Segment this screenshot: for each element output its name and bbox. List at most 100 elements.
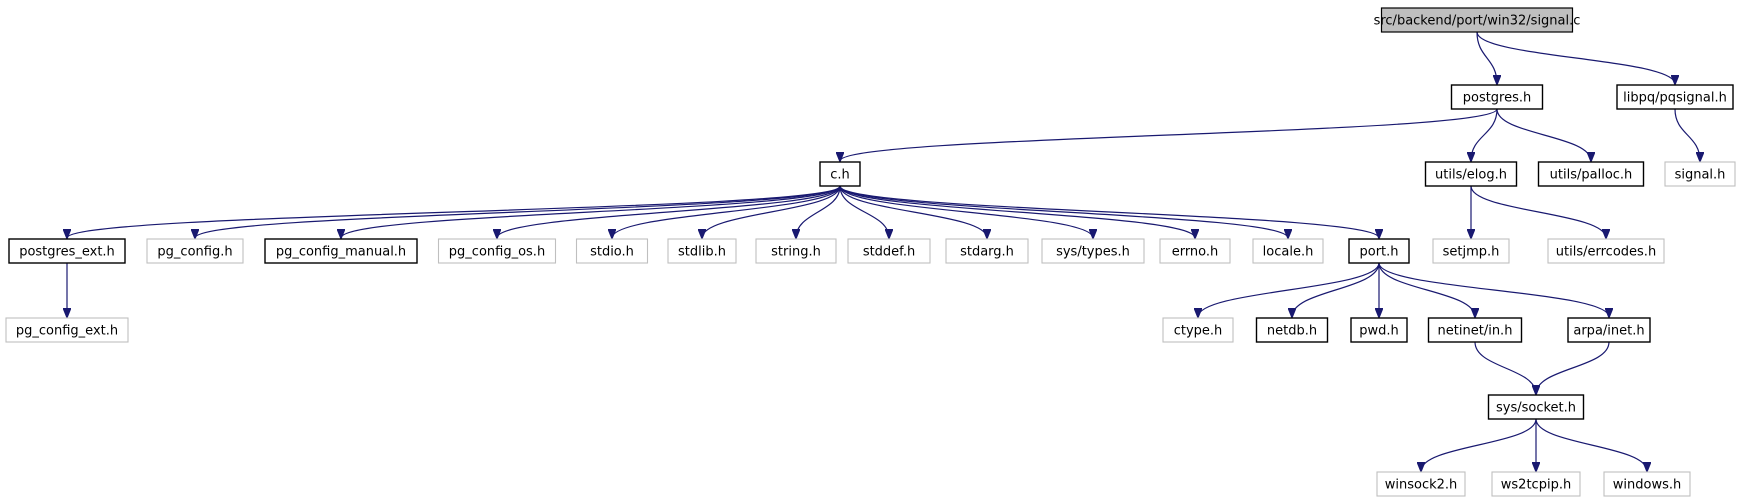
- node-label-signal-h: signal.h: [1675, 168, 1726, 183]
- node-box-ws2tcpip-h: [1491, 471, 1581, 497]
- node-box-stdlib-h: [667, 238, 737, 264]
- node-label-libpq-pqsignal-h: libpq/pqsignal.h: [1623, 91, 1727, 106]
- edge-postgres-h-to-c-h: [840, 108, 1498, 161]
- edge-c-h-to-pg-config-h: [195, 185, 841, 238]
- edge-postgres-h-to-utils-elog-h: [1471, 108, 1498, 161]
- nodes-layer: src/backend/port/win32/signal.c postgres.…: [5, 7, 1736, 497]
- node-libpq-pqsignal-h[interactable]: libpq/pqsignal.h: [1616, 84, 1734, 110]
- node-label-string-h: string.h: [771, 245, 821, 260]
- node-label-sys-types-h: sys/types.h: [1056, 245, 1130, 260]
- edge-c-h-to-errno-h: [839, 185, 1195, 238]
- node-box-setjmp-h: [1432, 238, 1510, 264]
- edge-port-h-to-netinet-in-h: [1378, 262, 1475, 317]
- node-label-stdio-h: stdio.h: [590, 245, 634, 260]
- node-netinet-in-h[interactable]: netinet/in.h: [1427, 317, 1523, 343]
- node-label-port-h: port.h: [1359, 245, 1398, 260]
- node-label-utils-elog-h: utils/elog.h: [1435, 168, 1507, 183]
- node-box-pg-config-manual-h: [264, 238, 418, 264]
- node-box-postgres-ext-h: [8, 238, 126, 264]
- node-postgres-ext-h[interactable]: postgres_ext.h: [8, 238, 126, 264]
- node-label-pg-config-h: pg_config.h: [157, 245, 232, 260]
- edge-netinet-in-h-to-sys-socket-h: [1474, 341, 1536, 394]
- node-box-errno-h: [1159, 238, 1231, 264]
- node-box-signal-h: [1664, 161, 1736, 187]
- node-label-windows-h: windows.h: [1613, 478, 1681, 493]
- node-sys-socket-h[interactable]: sys/socket.h: [1487, 394, 1585, 420]
- node-stdarg-h: stdarg.h: [945, 238, 1029, 264]
- edge-c-h-to-stddef-h: [839, 185, 889, 238]
- node-label-arpa-inet-h: arpa/inet.h: [1573, 324, 1644, 339]
- node-ctype-h: ctype.h: [1162, 317, 1234, 343]
- node-utils-palloc-h[interactable]: utils/palloc.h: [1537, 161, 1645, 187]
- node-stddef-h: stddef.h: [847, 238, 931, 264]
- edge-port-h-to-arpa-inet-h: [1378, 262, 1609, 317]
- edge-c-h-to-stdio-h: [612, 185, 841, 238]
- node-pg-config-manual-h[interactable]: pg_config_manual.h: [264, 238, 418, 264]
- node-box-utils-errcodes-h: [1547, 238, 1665, 264]
- node-label-pg-config-manual-h: pg_config_manual.h: [276, 245, 406, 260]
- node-locale-h: locale.h: [1252, 238, 1324, 264]
- node-box-stdarg-h: [945, 238, 1029, 264]
- node-errno-h: errno.h: [1159, 238, 1231, 264]
- node-box-netdb-h: [1255, 317, 1329, 343]
- node-box-locale-h: [1252, 238, 1324, 264]
- node-utils-elog-h[interactable]: utils/elog.h: [1424, 161, 1518, 187]
- node-arpa-inet-h[interactable]: arpa/inet.h: [1567, 317, 1651, 343]
- edge-libpq-pqsignal-h-to-signal-h: [1674, 108, 1700, 161]
- node-sys-types-h: sys/types.h: [1041, 238, 1145, 264]
- node-pwd-h[interactable]: pwd.h: [1350, 317, 1408, 343]
- node-pg-config-h: pg_config.h: [146, 238, 244, 264]
- node-box-stdio-h: [575, 238, 649, 264]
- edge-c-h-to-port-h: [839, 185, 1379, 238]
- node-box-pwd-h: [1350, 317, 1408, 343]
- node-label-setjmp-h: setjmp.h: [1443, 245, 1500, 260]
- node-stdio-h: stdio.h: [575, 238, 649, 264]
- node-label-pg-config-ext-h: pg_config_ext.h: [16, 324, 118, 339]
- node-label-ws2tcpip-h: ws2tcpip.h: [1501, 478, 1571, 493]
- edge-sys-socket-h-to-winsock2-h: [1421, 418, 1537, 471]
- node-box-pg-config-ext-h: [5, 317, 129, 343]
- node-box-utils-elog-h: [1424, 161, 1518, 187]
- edge-c-h-to-sys-types-h: [839, 185, 1093, 238]
- node-postgres-h[interactable]: postgres.h: [1450, 84, 1544, 110]
- node-windows-h: windows.h: [1603, 471, 1691, 497]
- edge-c-h-to-pg-config-os-h: [497, 185, 841, 238]
- edge-c-h-to-locale-h: [839, 185, 1288, 238]
- node-netdb-h[interactable]: netdb.h: [1255, 317, 1329, 343]
- node-box-c-h: [819, 161, 861, 187]
- edge-port-h-to-ctype-h: [1198, 262, 1380, 317]
- node-label-pg-config-os-h: pg_config_os.h: [449, 245, 545, 260]
- node-box-arpa-inet-h: [1567, 317, 1651, 343]
- node-box-netinet-in-h: [1427, 317, 1523, 343]
- node-box-postgres-h: [1450, 84, 1544, 110]
- node-pg-config-ext-h: pg_config_ext.h: [5, 317, 129, 343]
- node-label-utils-errcodes-h: utils/errcodes.h: [1556, 245, 1656, 260]
- node-port-h[interactable]: port.h: [1348, 238, 1410, 264]
- node-c-h[interactable]: c.h: [819, 161, 861, 187]
- node-winsock2-h: winsock2.h: [1376, 471, 1466, 497]
- node-box-utils-palloc-h: [1537, 161, 1645, 187]
- node-label-signal-c: src/backend/port/win32/signal.c: [1374, 14, 1581, 29]
- node-label-stddef-h: stddef.h: [863, 245, 915, 260]
- node-utils-errcodes-h: utils/errcodes.h: [1547, 238, 1665, 264]
- node-label-errno-h: errno.h: [1172, 245, 1219, 260]
- node-label-utils-palloc-h: utils/palloc.h: [1550, 168, 1633, 183]
- node-label-netinet-in-h: netinet/in.h: [1438, 324, 1513, 339]
- edge-arpa-inet-h-to-sys-socket-h: [1536, 341, 1610, 394]
- node-label-ctype-h: ctype.h: [1174, 324, 1223, 339]
- node-box-port-h: [1348, 238, 1410, 264]
- node-box-windows-h: [1603, 471, 1691, 497]
- edge-sys-socket-h-to-windows-h: [1535, 418, 1647, 471]
- node-box-pg-config-os-h: [437, 238, 557, 264]
- edge-c-h-to-pg-config-manual-h: [341, 185, 841, 238]
- edge-c-h-to-postgres-ext-h: [67, 185, 841, 238]
- node-box-stddef-h: [847, 238, 931, 264]
- node-label-sys-socket-h: sys/socket.h: [1496, 401, 1576, 416]
- node-box-winsock2-h: [1376, 471, 1466, 497]
- node-setjmp-h: setjmp.h: [1432, 238, 1510, 264]
- edge-port-h-to-netdb-h: [1292, 262, 1380, 317]
- node-box-pg-config-h: [146, 238, 244, 264]
- node-string-h: string.h: [755, 238, 837, 264]
- edge-c-h-to-stdlib-h: [702, 185, 841, 238]
